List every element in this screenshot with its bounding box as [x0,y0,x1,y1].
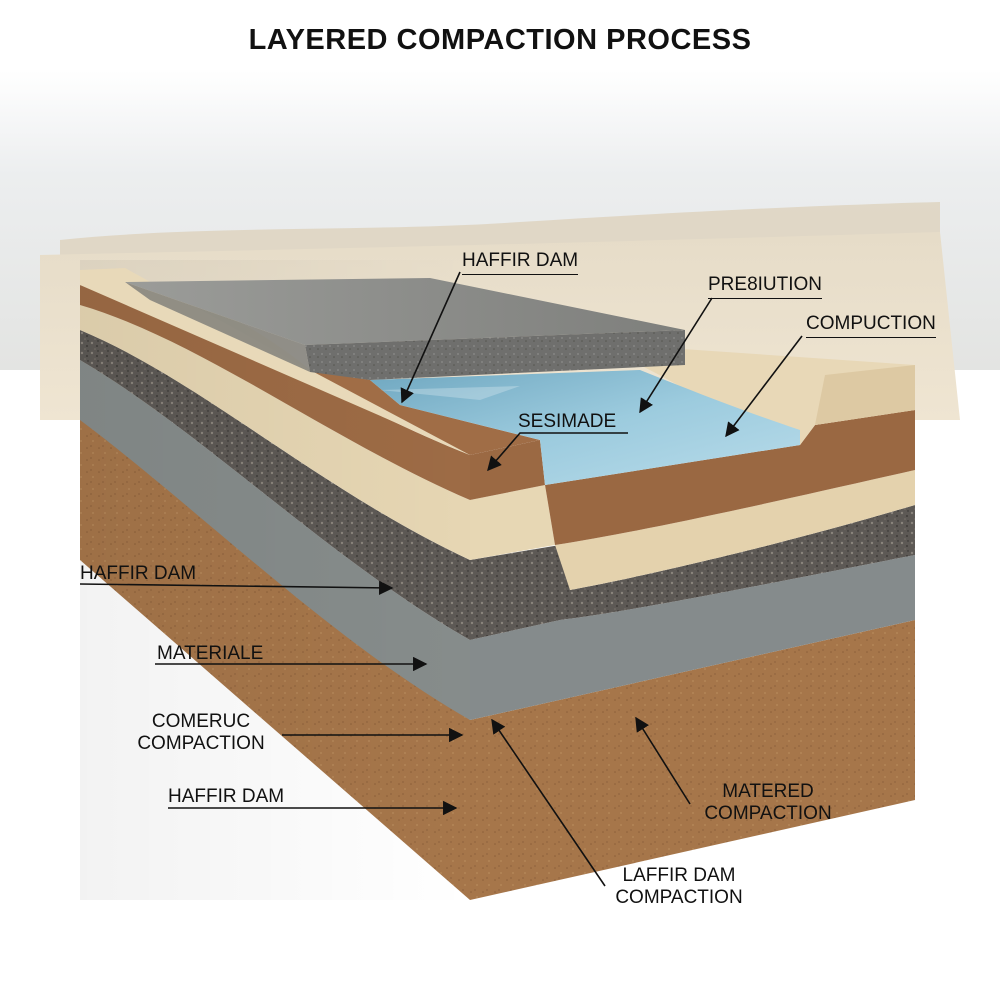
label-comeruc-compaction: COMERUC COMPACTION [130,711,272,755]
leader-haffir-dam-top [400,271,461,404]
haffir-dam-slab [125,278,685,380]
diagram-title: LAYERED COMPACTION PROCESS [248,24,752,56]
label-haffir-dam-left: HAFFIR DAM [80,563,197,584]
leader-haffir-dam-left [79,580,394,596]
leader-matered [635,716,691,805]
water-surface [370,370,800,485]
leader-laffir [491,718,606,887]
label-materiale: MATERIALE [157,643,264,664]
label-matered-compaction: MATERED COMPACTION [698,781,838,825]
label-haffir-dam-bottom: HAFFIR DAM [168,786,285,807]
label-matered-line2: COMPACTION [704,803,832,824]
leader-compuction [725,335,803,438]
label-laffir-dam-compaction: LAFFIR DAM COMPACTION [608,865,750,909]
leader-lines [79,271,803,887]
block-top [80,268,915,455]
label-matered-line1: MATERED [722,781,814,802]
label-laffir-line1: LAFFIR DAM [622,865,736,886]
label-haffir-dam-top: HAFFIR DAM [462,250,579,275]
label-compuction: COMPUCTION [806,313,936,338]
leader-sesimade [487,432,628,472]
label-prebiution: PRE8IUTION [708,274,823,299]
label-comeruc-line2: COMPACTION [137,733,265,754]
label-sesimade: SESIMADE [518,411,617,432]
block-front-face [470,410,915,900]
label-comeruc-line1: COMERUC [151,711,251,732]
label-laffir-line2: COMPACTION [615,887,743,908]
leader-prebiution [639,297,713,414]
